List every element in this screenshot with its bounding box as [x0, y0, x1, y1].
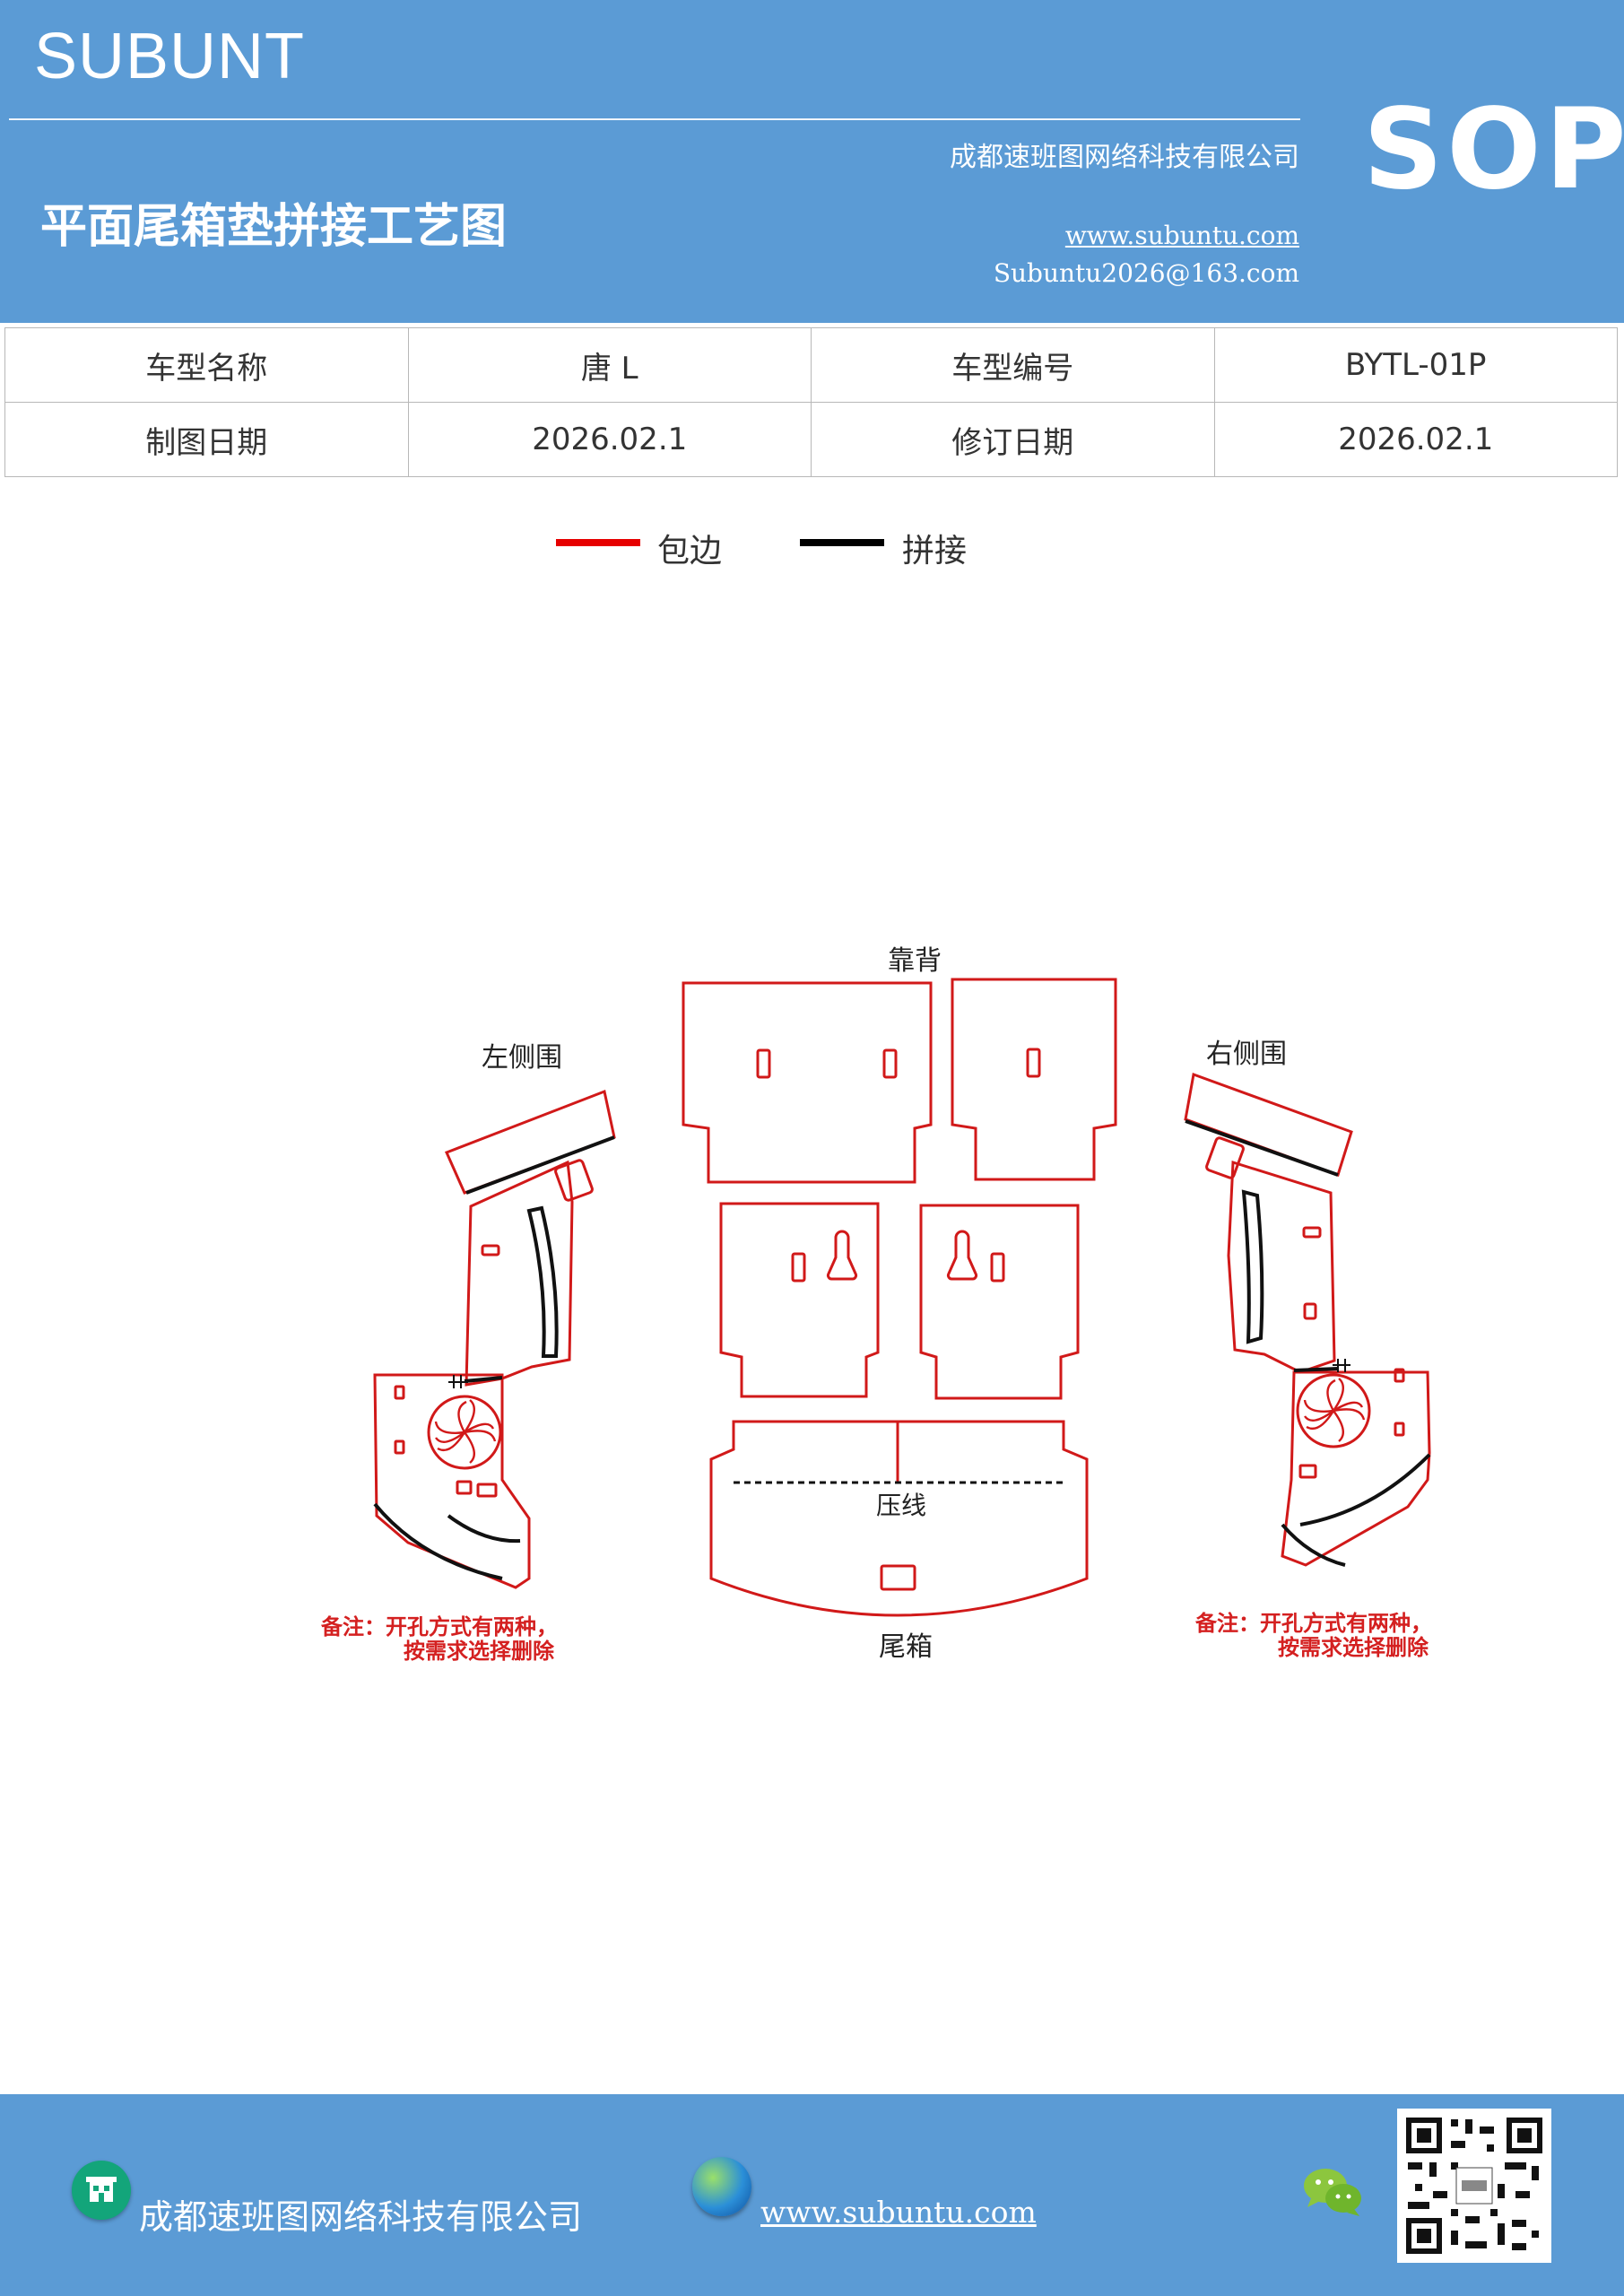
right-side-bottom-piece [1281, 1370, 1431, 1567]
trunk-slot [880, 1564, 916, 1591]
drawing-date-value: 2026.02.1 [407, 402, 812, 477]
backrest-label: 靠背 [888, 945, 942, 977]
left-side-middle-piece [465, 1160, 574, 1387]
right-side-label: 右侧围 [1206, 1039, 1287, 1070]
page-title: 平面尾箱垫拼接工艺图 [40, 200, 508, 254]
model-code-value: BYTL-01P [1213, 327, 1618, 403]
legend-edge-swatch [556, 539, 640, 546]
splice-markers [448, 1359, 1350, 1388]
globe-icon [692, 2157, 751, 2216]
footer-website-link[interactable]: www.subuntu.com [760, 2195, 1037, 2230]
left-side-bottom-piece [373, 1373, 531, 1589]
left-side-label: 左侧围 [482, 1042, 562, 1074]
footer-company: 成都速班图网络科技有限公司 [139, 2197, 583, 2237]
legend-splice-label: 拼接 [902, 533, 968, 570]
model-name-value: 唐 L [407, 327, 812, 403]
backrest-right-slot [1026, 1048, 1041, 1078]
info-table: 车型名称 唐 L 车型编号 BYTL-01P 制图日期 2026.02.1 修订… [4, 327, 1618, 477]
trunk-panel [709, 1420, 1089, 1617]
revision-date-value: 2026.02.1 [1213, 402, 1618, 477]
backrest-left-slot-2 [882, 1048, 898, 1079]
left-side-slot [481, 1244, 500, 1257]
header-company: 成都速班图网络科技有限公司 [950, 142, 1299, 173]
backrest-left-panel [682, 981, 933, 1184]
right-side-middle-piece [1227, 1160, 1336, 1374]
building-icon [72, 2161, 131, 2220]
header-website-link[interactable]: www.subuntu.com [1064, 221, 1299, 250]
note-left-line-1: 备注：开孔方式有两种， [320, 1614, 558, 1639]
drawing-date-label: 制图日期 [4, 402, 409, 477]
backrest-right-panel [951, 978, 1117, 1181]
legend-splice-swatch [800, 539, 884, 546]
header-divider [9, 118, 1300, 120]
header-email: Subuntu2026@163.com [993, 258, 1299, 288]
backrest-left-slot-1 [756, 1048, 771, 1079]
seat-left-keyhole [826, 1230, 858, 1281]
sop-badge: SOP [1363, 85, 1624, 214]
note-right-line-2: 按需求选择删除 [1278, 1635, 1429, 1660]
qr-code [1397, 2109, 1551, 2263]
note-right-line-1: 备注：开孔方式有两种， [1194, 1611, 1432, 1636]
right-side-speaker-ring [1296, 1373, 1371, 1448]
right-speaker-blades [1303, 1378, 1366, 1442]
legend-edge-label: 包边 [657, 533, 723, 570]
left-side-speaker-ring [427, 1395, 502, 1470]
seat-right-keyhole [946, 1230, 978, 1281]
header-banner: SUBUNT 成都速班图网络科技有限公司 平面尾箱垫拼接工艺图 www.subu… [0, 0, 1624, 323]
press-line-label: 压线 [876, 1491, 926, 1520]
wechat-icon[interactable] [1302, 2164, 1365, 2218]
seat-left-slot [791, 1252, 806, 1283]
table-row: 车型名称 唐 L 车型编号 BYTL-01P [4, 327, 1618, 403]
seat-right-slot [990, 1252, 1005, 1283]
note-left-line-2: 按需求选择删除 [404, 1639, 555, 1664]
brand-name: SUBUNT [34, 21, 306, 92]
seat-right-panel [919, 1204, 1080, 1400]
model-name-label: 车型名称 [4, 327, 409, 403]
model-code-label: 车型编号 [811, 327, 1215, 403]
right-side-vent [1205, 1136, 1245, 1179]
footer-banner: 成都速班图网络科技有限公司 www.subuntu.com [0, 2094, 1624, 2296]
trunk-label: 尾箱 [879, 1631, 933, 1663]
left-speaker-blades [434, 1399, 497, 1464]
table-row: 制图日期 2026.02.1 修订日期 2026.02.1 [4, 402, 1618, 477]
splice-lines [373, 1119, 1431, 1580]
legend: 包边 拼接 [0, 525, 1624, 578]
seat-left-panel [719, 1202, 880, 1398]
revision-date-label: 修订日期 [811, 402, 1215, 477]
